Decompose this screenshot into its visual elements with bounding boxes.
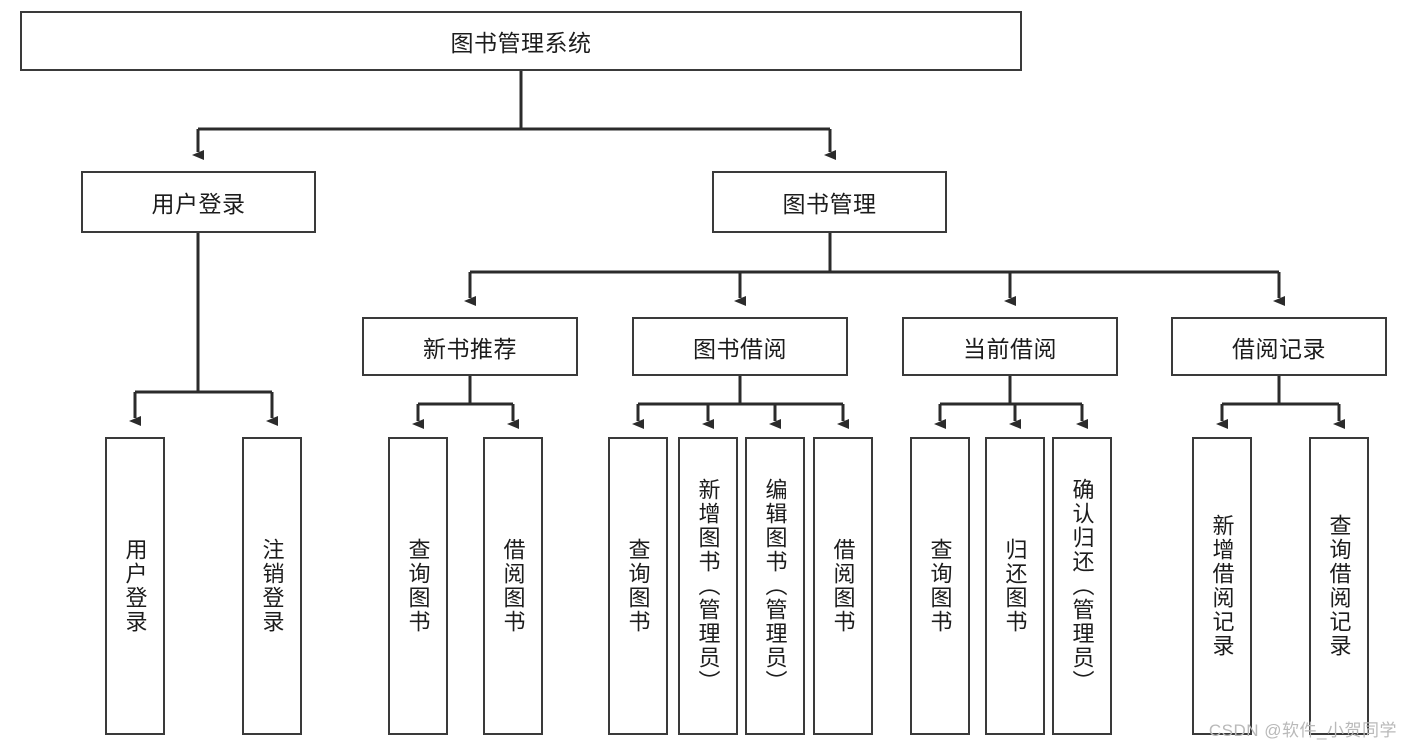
node-leaf-edit-book-label: 编辑图书（管理员） [762, 478, 788, 694]
node-leaf-borrow-book-2-label: 借阅图书 [830, 538, 856, 634]
node-borrow-record[interactable]: 借阅记录 [1171, 317, 1387, 376]
csdn-watermark: CSDN @软件_小贺同学 [1208, 721, 1397, 740]
node-leaf-add-record[interactable]: 新增借阅记录 [1192, 437, 1252, 735]
node-user-login-label: 用户登录 [151, 191, 246, 217]
node-leaf-user-login-label: 用户登录 [122, 538, 148, 634]
node-leaf-return-book[interactable]: 归还图书 [985, 437, 1045, 735]
node-current-borrow[interactable]: 当前借阅 [902, 317, 1118, 376]
node-root[interactable]: 图书管理系统 [20, 11, 1022, 71]
node-leaf-add-book[interactable]: 新增图书（管理员） [678, 437, 738, 735]
node-root-label: 图书管理系统 [450, 30, 592, 56]
node-borrow-record-label: 借阅记录 [1232, 335, 1326, 362]
node-new-book-rec[interactable]: 新书推荐 [362, 317, 578, 376]
node-leaf-query-book-3[interactable]: 查询图书 [910, 437, 970, 735]
node-book-manage-label: 图书管理 [782, 191, 877, 217]
node-leaf-add-record-label: 新增借阅记录 [1209, 514, 1235, 658]
node-book-borrow[interactable]: 图书借阅 [632, 317, 848, 376]
node-leaf-add-book-label: 新增图书（管理员） [695, 478, 721, 694]
node-leaf-query-record[interactable]: 查询借阅记录 [1309, 437, 1369, 735]
node-user-login[interactable]: 用户登录 [81, 171, 316, 233]
node-leaf-query-record-label: 查询借阅记录 [1326, 514, 1352, 658]
node-leaf-logout[interactable]: 注销登录 [242, 437, 302, 735]
node-leaf-query-book-1[interactable]: 查询图书 [388, 437, 448, 735]
node-leaf-return-book-label: 归还图书 [1002, 538, 1028, 634]
node-leaf-user-login[interactable]: 用户登录 [105, 437, 165, 735]
node-leaf-confirm-return[interactable]: 确认归还（管理员） [1052, 437, 1112, 735]
node-leaf-confirm-return-label: 确认归还（管理员） [1069, 478, 1095, 694]
node-leaf-logout-label: 注销登录 [259, 538, 285, 634]
node-book-manage[interactable]: 图书管理 [712, 171, 947, 233]
node-leaf-query-book-2[interactable]: 查询图书 [608, 437, 668, 735]
node-leaf-edit-book[interactable]: 编辑图书（管理员） [745, 437, 805, 735]
node-leaf-borrow-book-2[interactable]: 借阅图书 [813, 437, 873, 735]
node-leaf-query-book-3-label: 查询图书 [927, 538, 953, 634]
node-leaf-borrow-book-1[interactable]: 借阅图书 [483, 437, 543, 735]
node-new-book-rec-label: 新书推荐 [423, 335, 517, 362]
node-leaf-query-book-1-label: 查询图书 [405, 538, 431, 634]
node-leaf-query-book-2-label: 查询图书 [625, 538, 651, 634]
node-book-borrow-label: 图书借阅 [693, 335, 787, 362]
node-current-borrow-label: 当前借阅 [963, 335, 1057, 362]
node-leaf-borrow-book-1-label: 借阅图书 [500, 538, 526, 634]
